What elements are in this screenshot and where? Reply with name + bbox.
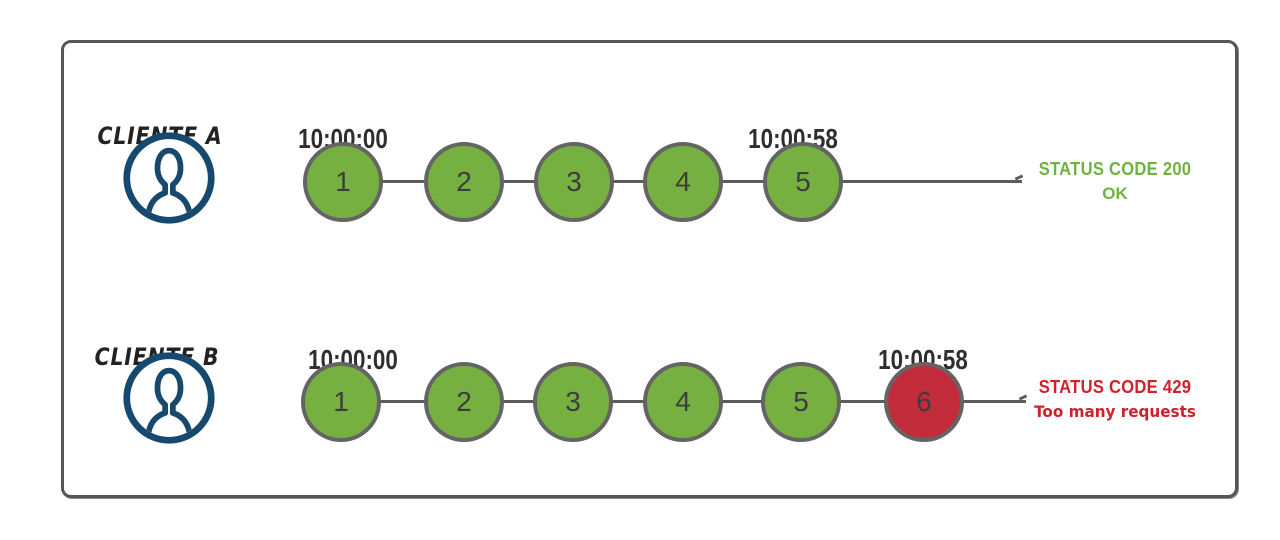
status-code-line: STATUS CODE 200 (1038, 159, 1192, 179)
status-text-error: STATUS CODE 429 Too many requests (1025, 377, 1205, 421)
request-circle: 2 (424, 142, 504, 222)
request-circle-rate-limited: 6 (884, 362, 964, 442)
user-avatar-icon (123, 352, 215, 444)
diagram-panel: CLIENTE A 10:00:00 10:00:58 1 2 3 4 5 ST… (61, 40, 1238, 498)
request-circle: 3 (534, 142, 614, 222)
request-circle: 5 (761, 362, 841, 442)
status-text-ok: STATUS CODE 200 OK (1025, 159, 1205, 204)
user-avatar-icon (123, 132, 215, 224)
request-circle: 2 (424, 362, 504, 442)
status-detail-line: Too many requests (1034, 401, 1196, 421)
request-circle: 1 (303, 142, 383, 222)
request-circle: 3 (533, 362, 613, 442)
status-detail-line: OK (1102, 183, 1128, 203)
request-circle: 4 (643, 142, 723, 222)
client-row-a: CLIENTE A 10:00:00 10:00:58 1 2 3 4 5 ST… (64, 43, 1235, 495)
request-circle: 1 (301, 362, 381, 442)
request-circle: 4 (643, 362, 723, 442)
client-row-b: CLIENTE B 10:00:00 10:00:58 1 2 3 4 5 6 … (64, 43, 1235, 495)
request-circle: 5 (763, 142, 843, 222)
status-code-line: STATUS CODE 429 (1038, 377, 1192, 397)
